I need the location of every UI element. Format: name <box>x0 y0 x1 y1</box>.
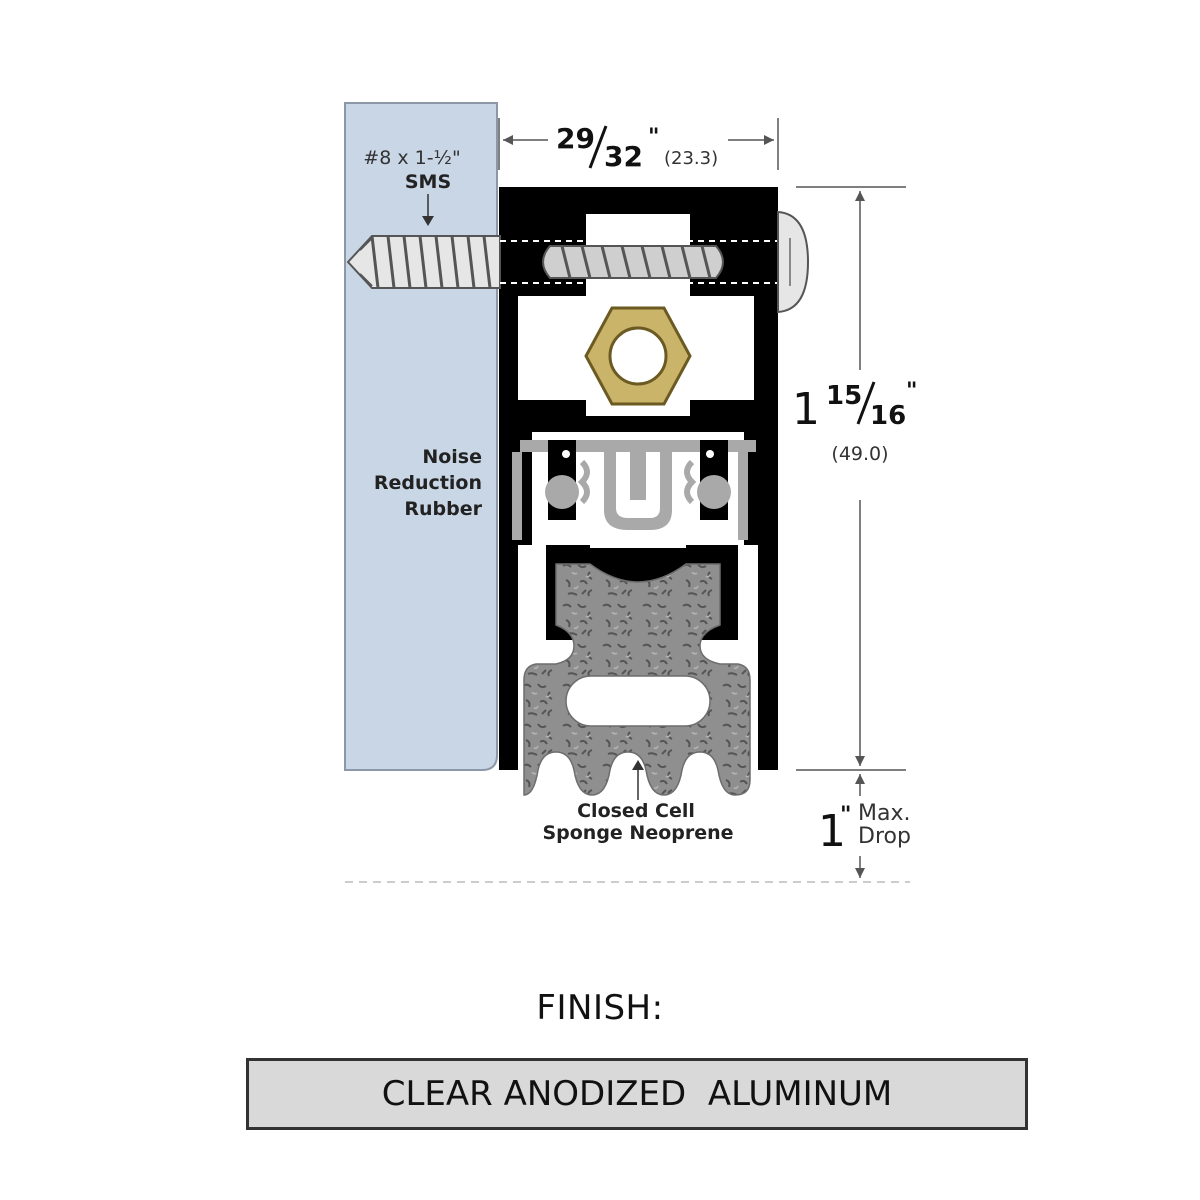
drop-label-line1: Max. <box>858 801 910 826</box>
finish-value-box: CLEAR ANODIZED ALUMINUM <box>246 1058 1028 1130</box>
width-fraction-slash <box>588 125 608 169</box>
drop-value: 1 <box>818 806 846 857</box>
screw-arrowhead <box>422 216 434 226</box>
width-numerator: 29 <box>556 122 595 155</box>
height-fraction-slash <box>856 381 876 425</box>
rubber-label-line3: Rubber <box>404 498 482 520</box>
drop-dimension <box>345 774 910 883</box>
seal-arrowhead <box>632 760 644 770</box>
finish-value: CLEAR ANODIZED ALUMINUM <box>381 1074 893 1114</box>
width-dimension <box>498 118 779 170</box>
drop-label-line2: Drop <box>858 824 911 849</box>
mounting-screw <box>346 210 810 314</box>
noise-reduction-rubber <box>512 440 756 540</box>
rubber-label-line1: Noise <box>422 446 482 468</box>
height-whole: 1 <box>792 384 820 435</box>
seal-label-line2: Sponge Neoprene <box>542 822 733 844</box>
height-numerator: 15 <box>826 381 862 411</box>
width-denominator: 32 <box>604 140 643 173</box>
screw-type-label: SMS <box>405 171 451 193</box>
rubber-label-line2: Reduction <box>374 472 482 494</box>
width-inch-mark: " <box>648 125 659 150</box>
height-dimension <box>796 186 906 771</box>
height-denominator: 16 <box>870 401 906 431</box>
height-inch-mark: " <box>906 379 917 404</box>
brass-hex-nut <box>584 306 692 406</box>
drop-inch-mark: " <box>840 803 851 828</box>
height-metric: (49.0) <box>831 443 888 465</box>
door-face <box>344 102 498 771</box>
width-metric: (23.3) <box>664 148 718 169</box>
seal-slot <box>565 675 711 727</box>
seal-label-line1: Closed Cell <box>577 800 695 822</box>
finish-title: FINISH: <box>536 988 664 1028</box>
screw-spec-label: #8 x 1-½" <box>363 147 460 169</box>
